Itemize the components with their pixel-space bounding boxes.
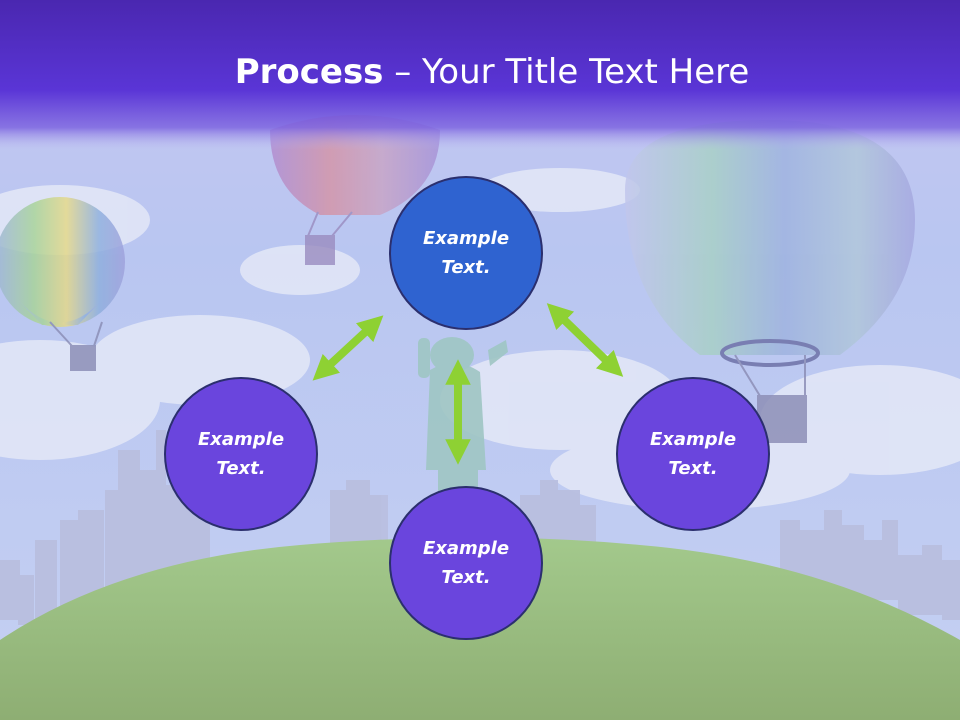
hot-air-balloon-icon: [0, 197, 125, 371]
node-left-line1: Example: [197, 429, 285, 450]
node-right-line1: Example: [649, 429, 737, 450]
city-skyline-icon: [0, 430, 960, 625]
node-right-line2: Text.: [668, 458, 718, 479]
node-top-line1: Example: [422, 228, 510, 249]
node-bottom-line1: Example: [422, 538, 510, 559]
node-top-line2: Text.: [441, 257, 491, 278]
node-left-line2: Text.: [216, 458, 266, 479]
arrow-top-right: [546, 303, 624, 377]
hot-air-balloon-icon: [625, 120, 915, 443]
title-bar: [0, 0, 960, 150]
node-bottom-line2: Text.: [441, 567, 491, 588]
cloud-icon: [0, 168, 960, 510]
slide-title: Process – Your Title Text Here: [0, 52, 960, 92]
title-rest: – Your Title Text Here: [383, 52, 750, 92]
title-bold: Process: [234, 52, 384, 92]
arrow-top-left: [312, 315, 384, 381]
